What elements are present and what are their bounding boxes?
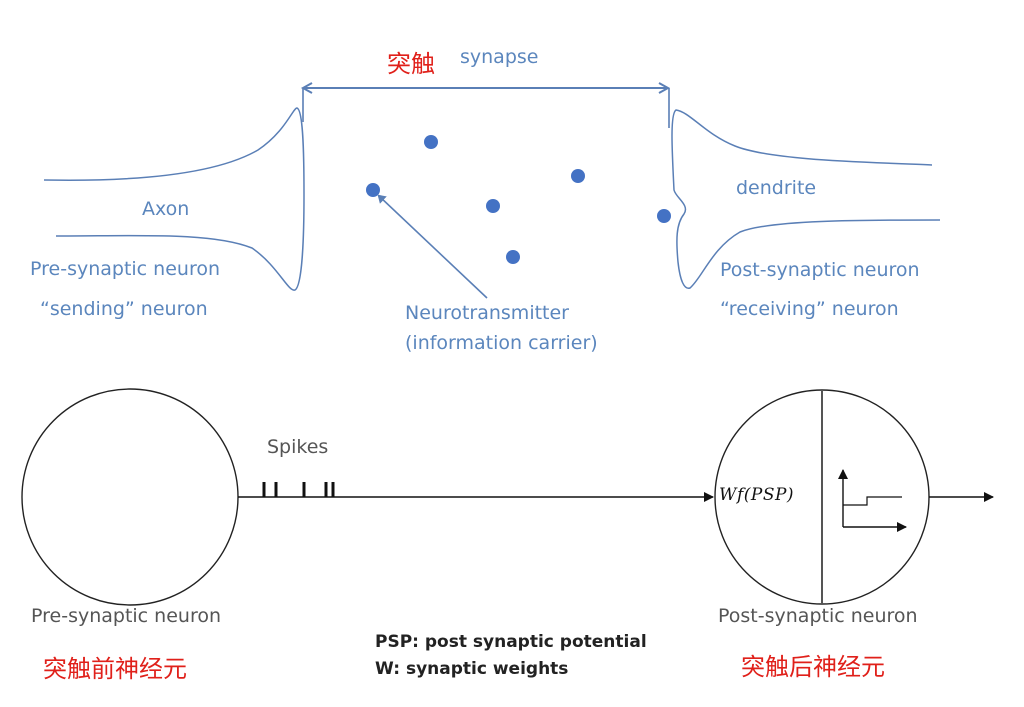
axon-terminal	[43, 107, 305, 291]
neurotransmitter-dot	[506, 250, 520, 264]
neurotransmitter-dot	[486, 199, 500, 213]
post-synaptic-neuron-cn: 突触后神经元	[741, 653, 885, 681]
psp-legend: PSP: post synaptic potential	[375, 632, 647, 652]
neurotransmitter-dot	[424, 135, 438, 149]
post-synaptic-neuron-caption: Post-synaptic neuron	[718, 605, 918, 627]
spikes-label: Spikes	[267, 436, 329, 458]
post-synaptic-neuron-label: Post-synaptic neuron	[720, 259, 920, 281]
spike-marks	[262, 482, 335, 497]
synapse-span-bracket	[300, 82, 671, 128]
neurotransmitter-pointer	[377, 194, 488, 299]
receiving-neuron-label: “receiving” neuron	[720, 298, 899, 320]
sending-neuron-label: “sending” neuron	[40, 298, 208, 320]
neurotransmitter-dot	[571, 169, 585, 183]
dendrite-terminal	[671, 109, 941, 289]
information-carrier-label: (information carrier)	[405, 332, 598, 354]
weights-legend: W: synaptic weights	[375, 659, 569, 679]
pre-synaptic-neuron-cn: 突触前神经元	[43, 655, 187, 683]
synapse-label: synapse	[460, 46, 539, 68]
synapse-cn-label: 突触	[387, 50, 435, 78]
dendrite-label: dendrite	[736, 177, 817, 199]
neurotransmitter-dot	[366, 183, 380, 197]
weighted-psp-formula: Wf(PSP)	[719, 485, 795, 505]
neurotransmitter-dot	[657, 209, 671, 223]
pre-synaptic-neuron-caption: Pre-synaptic neuron	[31, 605, 221, 627]
neurotransmitters	[366, 135, 671, 264]
pre-synaptic-neuron-circle	[21, 388, 239, 606]
pre-synaptic-neuron-label: Pre-synaptic neuron	[30, 258, 220, 280]
axon-label: Axon	[142, 198, 190, 220]
neurotransmitter-label: Neurotransmitter	[405, 302, 569, 324]
activation-step-plot	[838, 469, 907, 532]
